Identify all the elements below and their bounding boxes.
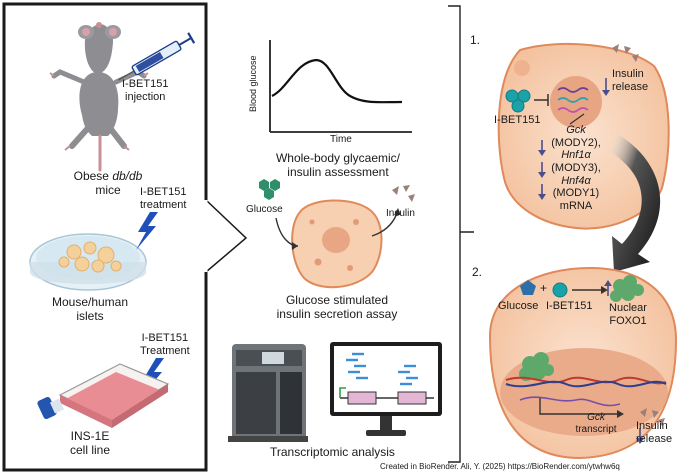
drug-molecules-1 [505, 89, 531, 113]
gck-transcript [519, 396, 621, 407]
mouse-illustration [49, 22, 149, 172]
glucose-label: Glucose [246, 204, 283, 215]
step-2-number: 2. [472, 265, 483, 279]
dna-strand [505, 376, 667, 388]
down-arrows-1 [538, 78, 610, 200]
x-axis-label: Time [330, 134, 352, 145]
transcriptomic-label: Transcriptomic analysis [270, 445, 395, 459]
petri-dish [29, 233, 147, 291]
drug-molecule-2 [552, 282, 568, 298]
glycaemic-label: Whole-body glycaemic/insulin assessment [275, 151, 401, 179]
mice-label: Obese db/db mice [73, 169, 143, 197]
glucose-label-2: Glucose [498, 300, 539, 312]
glucose-hexagons [259, 179, 280, 200]
callout-wedge [205, 198, 248, 274]
y-axis-label: Blood glucose [248, 55, 258, 112]
mechanism1-cell [497, 42, 670, 230]
drug-label-1: I-BET151 [494, 114, 541, 126]
gsis-cell [291, 199, 383, 289]
lightning-icon [136, 212, 158, 250]
insulin-triangles-1 [612, 44, 639, 62]
glucose-pentagon [520, 280, 536, 295]
foxo1-cluster [610, 275, 644, 302]
computer-monitor [330, 342, 442, 436]
sequencer-machine [228, 344, 308, 442]
transition-arrow [610, 134, 661, 272]
plus-sign: + [540, 281, 548, 295]
syringe-icon [118, 32, 196, 81]
drug-label-2: I-BET151 [546, 300, 593, 312]
panel-bracket [448, 5, 474, 463]
biorender-credit: Created in BioRender. Ali, Y. (2025) htt… [380, 462, 620, 471]
step-1-number: 1. [470, 33, 481, 47]
insulin-triangles-2 [640, 408, 665, 426]
inhibition-line-1 [534, 94, 549, 106]
foxo1-bound [519, 352, 554, 381]
glucose-curve-chart [269, 40, 412, 133]
insulin-triangles [392, 185, 415, 202]
gene-list: Gck (MODY2), Hnf1α (MODY3), Hnf4α (MODY1… [551, 124, 601, 212]
cell-culture-flask [37, 363, 170, 428]
insulin-label: Insulin [386, 208, 415, 219]
mrna-strands [557, 87, 589, 113]
